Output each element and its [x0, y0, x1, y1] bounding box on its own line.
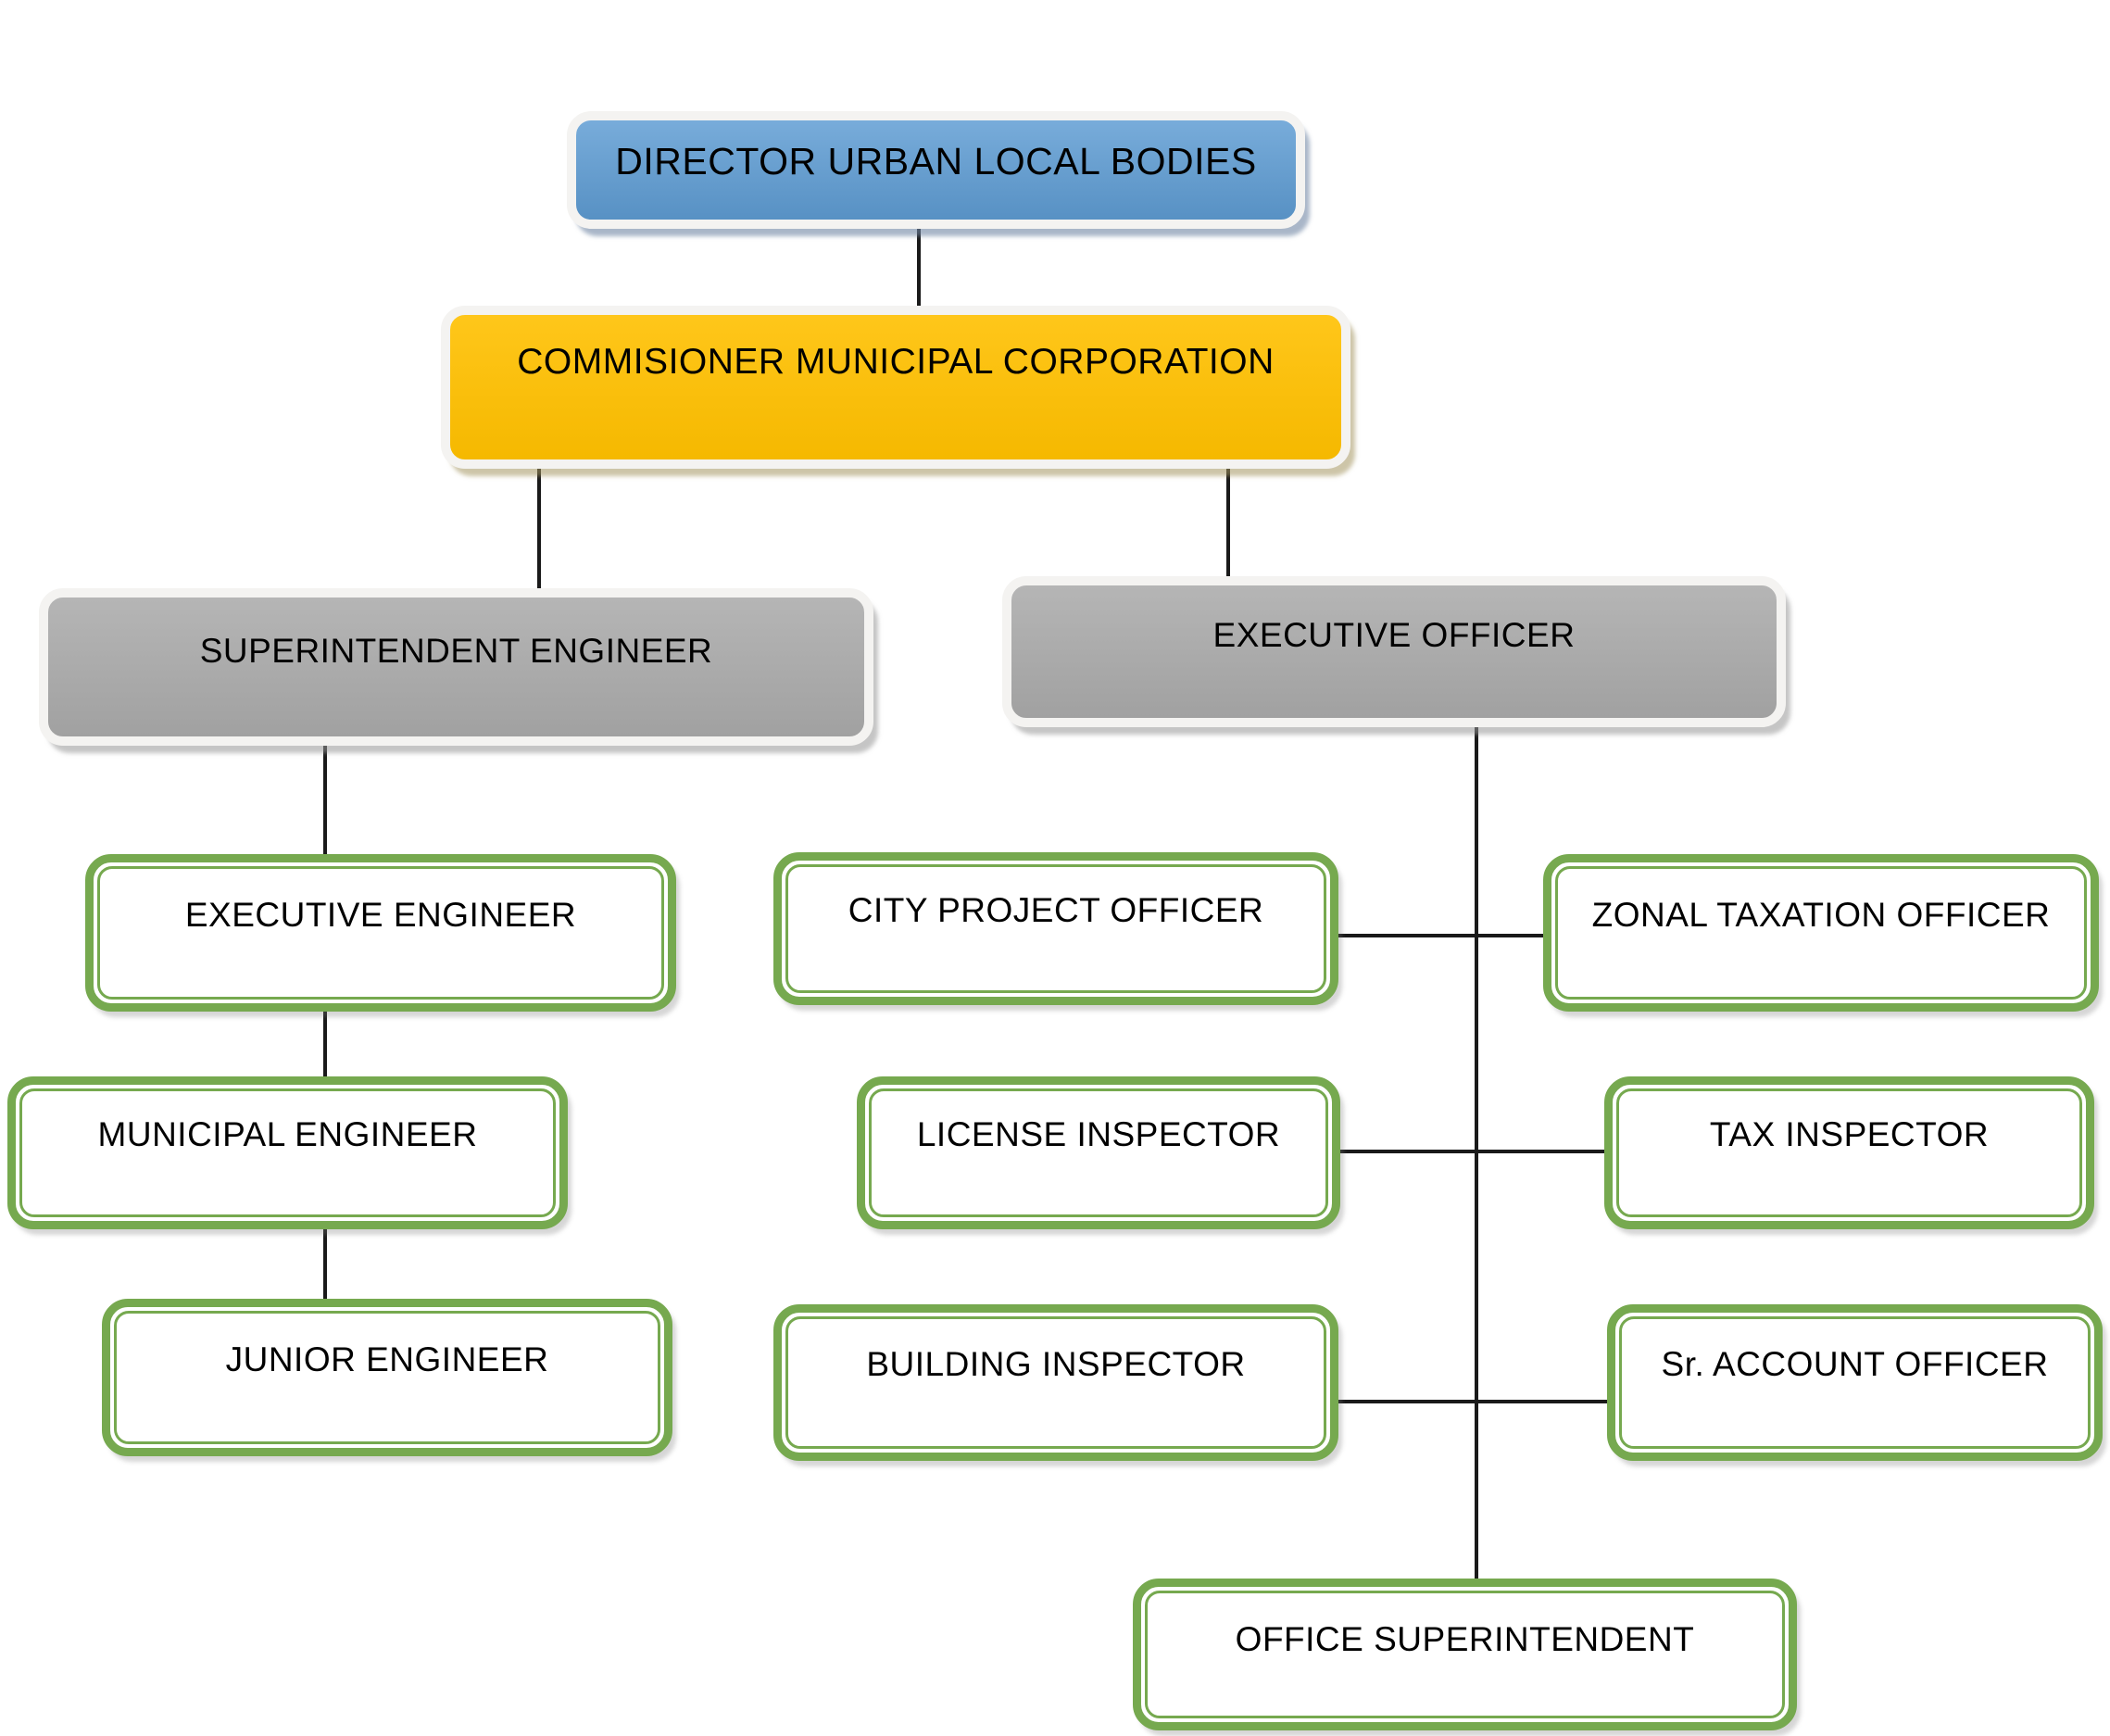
node-sr-account-officer: Sr. ACCOUNT OFFICER [1607, 1304, 2103, 1461]
node-label: JUNIOR ENGINEER [225, 1340, 549, 1378]
node-label: COMMISIONER MUNICIPAL CORPORATION [517, 341, 1275, 382]
connector-municipal-junior [323, 1223, 327, 1306]
connector-commissioner-executive-officer [1226, 459, 1230, 588]
node-municipal-engineer: MUNICIPAL ENGINEER [7, 1076, 568, 1229]
connector-director-commissioner [917, 222, 921, 313]
node-label: ZONAL TAXATION OFFICER [1591, 895, 2051, 934]
node-label: MUNICIPAL ENGINEER [97, 1115, 478, 1154]
node-license-inspector: LICENSE INSPECTOR [857, 1076, 1340, 1229]
connector-executive-engineer-municipal [323, 1005, 327, 1084]
node-label: LICENSE INSPECTOR [916, 1115, 1281, 1154]
node-superintendent-engineer: SUPERINTENDENT ENGINEER [39, 588, 873, 746]
node-city-project-officer: CITY PROJECT OFFICER [773, 852, 1338, 1005]
node-office-superintendent: OFFICE SUPERINTENDENT [1133, 1579, 1797, 1730]
node-tax-inspector: TAX INSPECTOR [1604, 1076, 2094, 1229]
node-label: TAX INSPECTOR [1709, 1115, 1990, 1154]
node-label: EXECUTIVE OFFICER [1212, 616, 1576, 655]
node-label: OFFICE SUPERINTENDENT [1235, 1619, 1695, 1658]
node-label: Sr. ACCOUNT OFFICER [1661, 1345, 2049, 1384]
connector-superintendent-executive-engineer [323, 732, 327, 862]
connector-row-city-zonal [1334, 934, 1549, 937]
node-junior-engineer: JUNIOR ENGINEER [102, 1299, 672, 1456]
node-label: SUPERINTENDENT ENGINEER [199, 631, 713, 670]
connector-row-building-account [1334, 1400, 1613, 1403]
node-director-urban-local-bodies: DIRECTOR URBAN LOCAL BODIES [567, 111, 1305, 229]
connector-commissioner-superintendent [537, 459, 541, 598]
node-zonal-taxation-officer: ZONAL TAXATION OFFICER [1543, 854, 2099, 1012]
node-label: BUILDING INSPECTOR [866, 1345, 1246, 1384]
node-building-inspector: BUILDING INSPECTOR [773, 1304, 1338, 1461]
node-executive-engineer: EXECUTIVE ENGINEER [85, 854, 676, 1012]
node-commissioner-municipal-corporation: COMMISIONER MUNICIPAL CORPORATION [441, 306, 1350, 469]
node-label: DIRECTOR URBAN LOCAL BODIES [615, 140, 1257, 183]
node-label: CITY PROJECT OFFICER [848, 891, 1264, 930]
connector-row-license-tax [1336, 1150, 1610, 1153]
node-label: EXECUTIVE ENGINEER [184, 895, 577, 934]
node-executive-officer: EXECUTIVE OFFICER [1002, 576, 1786, 727]
